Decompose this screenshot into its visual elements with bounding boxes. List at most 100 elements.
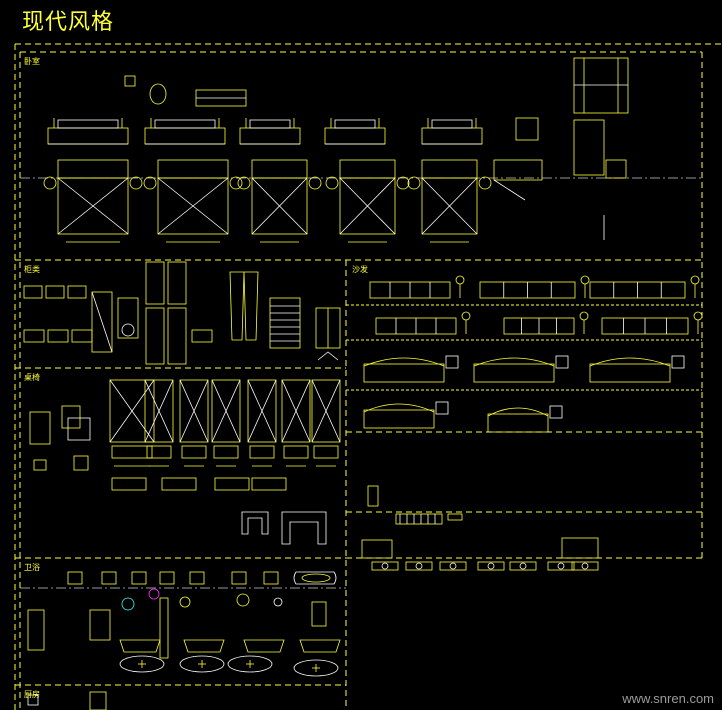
door-base	[313, 445, 339, 459]
bathtub-plan	[227, 655, 273, 673]
shower-panel	[27, 609, 45, 651]
side-table-lamp	[579, 311, 589, 321]
bunk-bed-side	[573, 119, 605, 176]
pillow-plan	[371, 561, 399, 571]
door-elevation	[247, 379, 277, 443]
bed-elevation	[47, 127, 129, 145]
toilet-block	[89, 609, 111, 641]
cabinet-plan	[161, 477, 197, 491]
small-chair	[124, 75, 136, 87]
bed-headboard	[249, 119, 291, 129]
sofa-back	[363, 357, 445, 367]
curtain-drawing	[229, 271, 259, 341]
small-cabinet	[367, 485, 379, 507]
door-base	[249, 445, 275, 459]
cad-line	[317, 351, 339, 361]
section-label-table: 桌椅	[24, 373, 40, 382]
desk-block	[191, 329, 213, 343]
nightstand-lamp	[325, 176, 339, 190]
sofa-large	[363, 363, 445, 383]
bed-plan	[57, 177, 129, 235]
sofa-large	[473, 363, 555, 383]
cabinet-small	[67, 285, 87, 299]
sanitary-fixture	[231, 571, 247, 585]
bed-headboard	[57, 119, 119, 129]
pillow-plan	[571, 561, 599, 571]
side-table-lamp	[693, 311, 703, 321]
tv-cabinet	[395, 513, 443, 525]
door-elevation	[109, 379, 155, 443]
cad-line	[247, 379, 277, 443]
door-elevation	[144, 379, 174, 443]
bathtub-elevation	[293, 571, 337, 585]
stair-block	[605, 159, 627, 179]
section-label-cabinet: 柜类	[24, 265, 40, 274]
bed-plan	[157, 177, 229, 235]
nightstand-lamp	[143, 176, 157, 190]
bunk-bed-elevation	[573, 57, 629, 114]
sanitary-fixture	[101, 571, 117, 585]
section-label-kitchen: 厨房	[24, 690, 40, 699]
corner-cabinet	[281, 511, 327, 545]
nightstand-lamp	[43, 176, 57, 190]
cad-line	[109, 379, 155, 443]
sofa-back	[473, 357, 555, 367]
pillow-dot	[487, 562, 495, 570]
bathtub-plan	[293, 659, 339, 677]
wardrobe-plan	[145, 307, 165, 365]
watermark: www.snren.com	[622, 691, 714, 706]
nightstand-lamp	[308, 176, 322, 190]
bed-pillow-row	[339, 159, 396, 179]
small-shelf	[447, 513, 463, 521]
pillow-dot	[415, 562, 423, 570]
pillow-dot	[581, 562, 589, 570]
bed-plan	[339, 177, 396, 235]
pillow-dot	[449, 562, 457, 570]
bed-elevation	[144, 127, 226, 145]
bathtub-plan	[119, 655, 165, 673]
cad-line	[281, 379, 311, 443]
washbasin-plan	[179, 596, 191, 608]
cabinet-tall	[117, 297, 139, 339]
shower-head	[311, 601, 327, 627]
cad-line	[144, 379, 174, 443]
washbasin-plan	[236, 593, 250, 607]
sofa-large	[363, 409, 435, 429]
bed-elevation	[421, 127, 483, 145]
table-lamp	[435, 401, 449, 415]
door-elevation	[211, 379, 241, 443]
sofa-large	[487, 413, 549, 433]
basin-plan	[121, 597, 135, 611]
bed-elevation	[324, 127, 386, 145]
partition	[159, 597, 169, 659]
sofa-back	[589, 357, 671, 367]
cad-line	[91, 291, 113, 353]
pillow-plan	[405, 561, 433, 571]
pillow-plan	[477, 561, 505, 571]
wardrobe-elevation	[167, 261, 187, 305]
pillow-plan	[547, 561, 575, 571]
fridge-block	[89, 691, 107, 710]
bathtub-inner	[301, 573, 331, 583]
cad-line	[311, 379, 341, 443]
bathtub-side	[119, 639, 161, 653]
section-label-sofa: 沙发	[352, 265, 368, 274]
cabinet-drawer	[71, 329, 93, 343]
bench-left	[361, 539, 393, 559]
bathtub-plan	[179, 655, 225, 673]
chair-icon-plan	[73, 455, 89, 471]
side-table-lamp	[461, 311, 471, 321]
side-table-lamp	[690, 275, 700, 285]
bed-elevation	[239, 127, 301, 145]
cabinet-small	[45, 285, 65, 299]
bed-headboard	[154, 119, 216, 129]
cad-line	[179, 379, 209, 443]
cabinet-small	[23, 285, 43, 299]
door-elevation	[311, 379, 341, 443]
faucet-plan	[148, 588, 160, 600]
cad-line	[421, 177, 478, 235]
sofa-back	[487, 407, 549, 417]
chaise-plan	[493, 159, 543, 181]
table-lamp	[671, 355, 685, 369]
